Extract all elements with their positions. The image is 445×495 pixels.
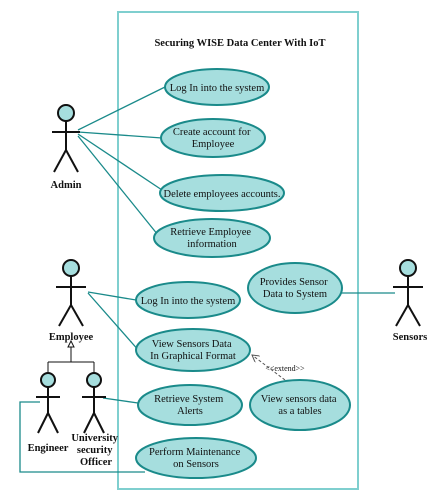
actor-label: Employee [49, 332, 94, 343]
use-case-retrieve-alerts[interactable]: Retrieve System Alerts [137, 384, 243, 426]
link-officer-alerts [102, 397, 139, 404]
actor-engineer[interactable]: Engineer [28, 372, 69, 454]
link-admin-delete [77, 133, 163, 191]
use-case-label: Log In into the system [141, 296, 236, 307]
link-admin-retrieve [77, 135, 159, 236]
actor-head [57, 104, 75, 122]
actor-sensors[interactable]: Sensors [393, 259, 427, 343]
use-case-label: Delete employees accounts. [164, 189, 281, 200]
actor-university-security-officer[interactable]: University security Officer [71, 372, 120, 468]
use-case-label: Retrieve Employee information [170, 227, 253, 250]
use-case-view-tables[interactable]: View sensors data as a tables [249, 379, 351, 431]
extend-arrow [252, 355, 286, 381]
use-case-label: Create account for Employee [173, 127, 253, 150]
link-employee-view [87, 292, 141, 353]
system-boundary [117, 11, 359, 490]
actor-head [40, 372, 56, 388]
use-case-label: View Sensors Data In Graphical Format [150, 339, 236, 362]
extend-label: <<extend>> [265, 364, 305, 373]
actor-label: Engineer [28, 443, 69, 454]
link-admin-login [77, 86, 166, 131]
use-case-login-admin[interactable]: Log In into the system [164, 68, 270, 106]
link-admin-create [77, 131, 163, 139]
use-case-view-graphical[interactable]: View Sensors Data In Graphical Format [135, 328, 251, 372]
actor-head [86, 372, 102, 388]
actor-label: University security Officer [71, 433, 120, 468]
use-case-retrieve-info[interactable]: Retrieve Employee information [153, 218, 271, 258]
use-case-login-employee[interactable]: Log In into the system [135, 281, 241, 319]
use-case-delete-accounts[interactable]: Delete employees accounts. [159, 174, 285, 212]
actor-label: Admin [51, 180, 82, 191]
use-case-create-account[interactable]: Create account for Employee [160, 118, 266, 158]
association-lines [19, 86, 395, 473]
actor-employee[interactable]: Employee [49, 259, 94, 343]
generalization [47, 339, 95, 372]
actor-label: Sensors [393, 332, 427, 343]
use-case-label: Retrieve System Alerts [154, 394, 226, 417]
use-case-label: Log In into the system [170, 83, 265, 94]
actor-admin[interactable]: Admin [51, 104, 82, 191]
link-employee-login [87, 291, 137, 301]
use-case-label: View sensors data as a tables [261, 394, 339, 417]
actor-head [62, 259, 80, 277]
generalization-arrow [67, 339, 75, 348]
link-engineer-maintenance [19, 401, 145, 473]
use-case-label: Perform Maintenance on Sensors [149, 447, 243, 470]
use-case-maintenance[interactable]: Perform Maintenance on Sensors [135, 437, 257, 479]
diagram-title: Securing WISE Data Center With IoT [154, 38, 325, 49]
actor-head [399, 259, 417, 277]
use-case-label: Provides Sensor Data to System [260, 277, 331, 300]
use-case-provides-data[interactable]: Provides Sensor Data to System [247, 262, 343, 314]
